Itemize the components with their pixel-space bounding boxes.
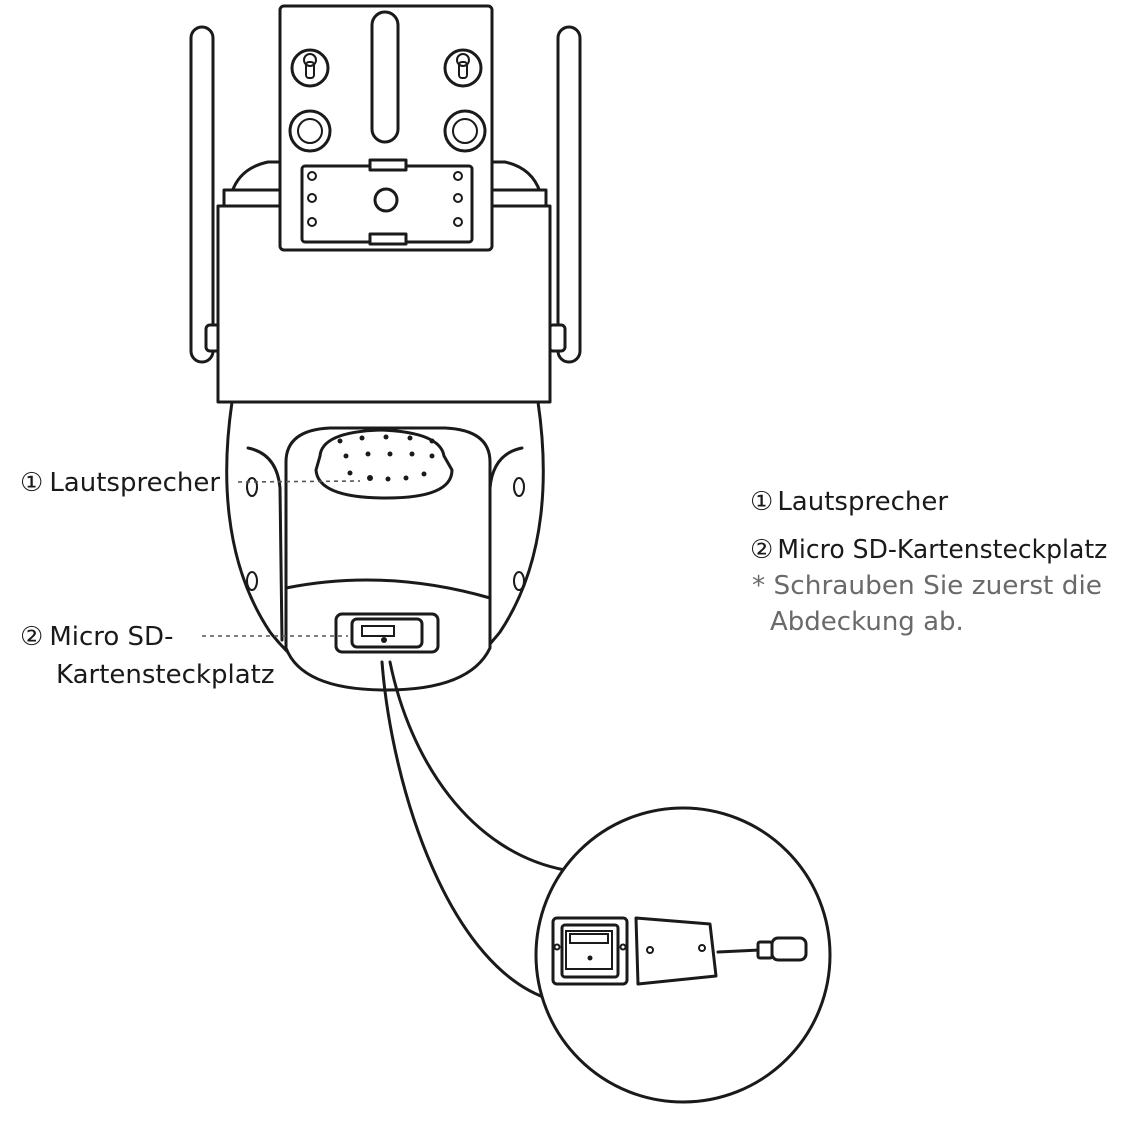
legend-number-1: ①	[750, 487, 773, 517]
bracket-plate	[300, 158, 474, 246]
legend-note-line1: * Schrauben Sie zuerst die	[752, 571, 1102, 601]
keyhole-right	[443, 48, 483, 88]
callout-number: ②	[20, 622, 43, 652]
right-antenna	[547, 25, 582, 364]
mounting-bracket	[278, 4, 494, 252]
keyhole-left	[290, 48, 330, 88]
callout-label: Lautsprecher	[49, 468, 220, 498]
legend-note-line2: Abdeckung ab.	[770, 607, 964, 637]
zoom-detail-circle	[534, 806, 832, 1104]
sd-slot-detail	[551, 916, 629, 986]
sd-slot-on-camera	[334, 612, 440, 654]
callout-label-line2: Kartensteckplatz	[56, 660, 274, 690]
screw-hole-left	[288, 109, 332, 153]
speaker-grille	[314, 428, 454, 500]
zoom-connector-lines	[380, 660, 567, 1002]
callout-label-line1: Micro SD-	[49, 622, 173, 652]
sd-cover-plate	[634, 916, 718, 986]
callout-number: ①	[20, 468, 43, 498]
screwdriver-icon	[716, 936, 808, 962]
screw-hole-right	[443, 109, 487, 153]
legend-label-1: Lautsprecher	[777, 487, 948, 517]
legend-number-2: ②	[750, 535, 773, 565]
legend-label-2: Micro SD-Kartensteckplatz	[777, 535, 1107, 565]
